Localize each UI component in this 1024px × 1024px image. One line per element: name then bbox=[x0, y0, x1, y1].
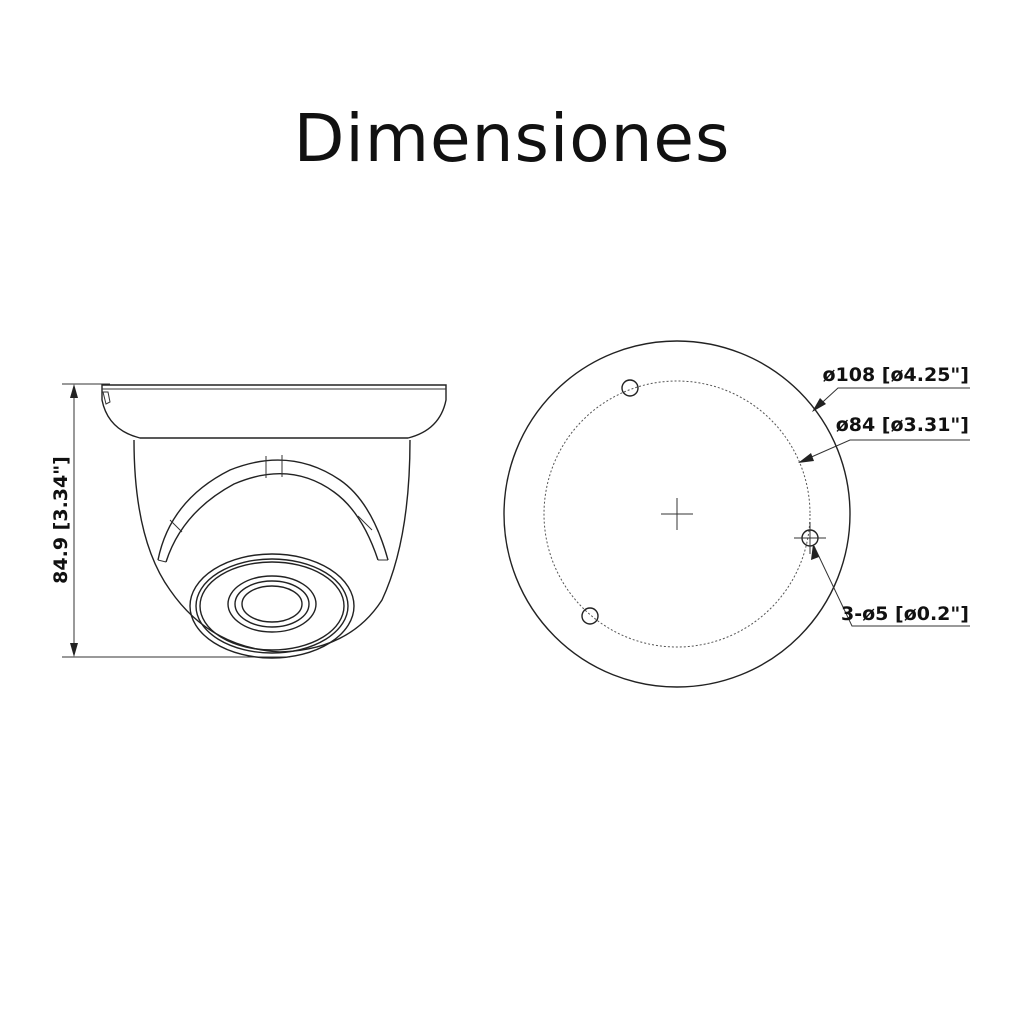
outer-diameter-callout: ø108 [ø4.25"] bbox=[812, 364, 970, 412]
holes-label: 3-ø5 [ø0.2"] bbox=[841, 603, 969, 625]
height-label: 84.9 [3.34"] bbox=[50, 456, 72, 584]
hole-circle-callout: ø84 [ø3.31"] bbox=[798, 414, 970, 463]
dome-body bbox=[133, 439, 411, 653]
ball-housing bbox=[157, 459, 389, 561]
mounting-hole bbox=[621, 379, 639, 397]
holes-callout: 3-ø5 [ø0.2"] bbox=[811, 544, 970, 627]
side-view: 84.9 [3.34"] bbox=[50, 383, 447, 659]
hole-pitch-circle bbox=[543, 380, 811, 648]
height-dimension: 84.9 [3.34"] bbox=[50, 383, 290, 658]
top-view: ø108 [ø4.25"] ø84 [ø3.31"] 3-ø5 [ø0.2"] bbox=[503, 340, 970, 688]
mounting-hole bbox=[581, 607, 599, 625]
hole-circle-label: ø84 [ø3.31"] bbox=[836, 414, 969, 436]
center-mark bbox=[661, 498, 693, 530]
outer-base-circle bbox=[503, 340, 851, 688]
base-plate bbox=[101, 384, 447, 439]
outer-diameter-label: ø108 [ø4.25"] bbox=[822, 364, 969, 386]
page-title: Dimensiones bbox=[293, 100, 731, 177]
lens-assembly bbox=[189, 553, 355, 659]
